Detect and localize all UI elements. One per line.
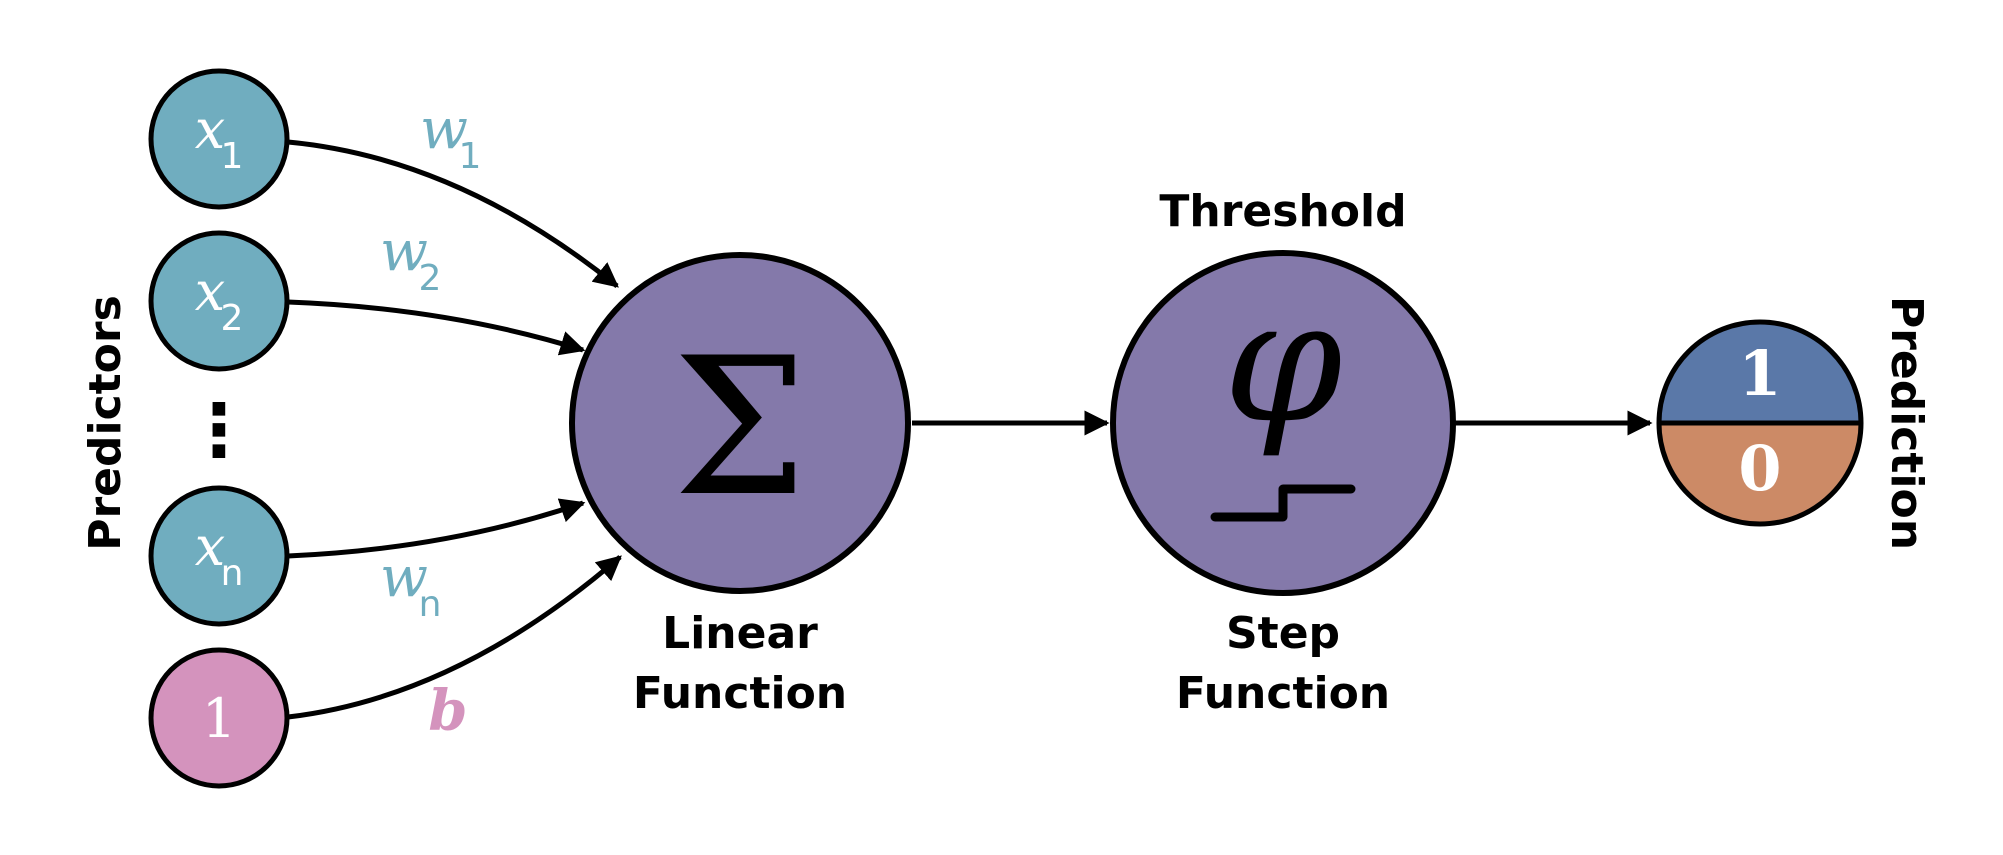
phi-symbol: φ	[1223, 263, 1342, 461]
input-x1-sub: 1	[221, 136, 244, 177]
prediction-label: Prediction	[1881, 296, 1932, 550]
edge-x2-to-sum	[287, 299, 586, 356]
input-x1-var: x	[195, 98, 225, 161]
input-x2-sub: 2	[221, 298, 244, 339]
bias-value: 1	[202, 687, 236, 750]
sum-symbol: Σ	[673, 317, 807, 538]
linear-function-label-line2: Function	[633, 668, 847, 719]
step-function-label-line1: Step	[1226, 608, 1340, 659]
linear-function-label-line1: Linear	[662, 608, 818, 659]
weight-w1: w 1	[420, 97, 481, 177]
input-node-xn: x n	[148, 485, 290, 627]
edge-bias-to-sum	[287, 555, 622, 720]
weight-w2-var: w	[380, 219, 428, 284]
threshold-label: Threshold	[1159, 186, 1406, 237]
weight-wn-var: w	[380, 545, 428, 610]
step-function-label-line2: Function	[1176, 668, 1390, 719]
input-ellipsis: ⋮	[183, 388, 255, 472]
prediction-bottom-half	[1659, 423, 1861, 524]
linear-function-node: Σ	[569, 252, 911, 594]
prediction-node: 1 0	[1656, 319, 1864, 527]
weight-w1-sub: 1	[459, 136, 482, 177]
prediction-value-one: 1	[1738, 337, 1781, 410]
input-x2-var: x	[195, 260, 225, 323]
weight-w1-var: w	[420, 97, 468, 162]
input-node-x2: x 2	[148, 230, 290, 372]
weight-w2: w 2	[380, 219, 441, 299]
input-node-x1: x 1	[148, 68, 290, 210]
bias-node: 1	[148, 647, 290, 789]
edge-x1-to-sum	[287, 139, 619, 288]
step-graph-icon	[1210, 484, 1356, 522]
edge-xn-to-sum	[287, 498, 586, 559]
bias-label: b	[428, 678, 467, 744]
weight-wn-sub: n	[419, 584, 442, 625]
input-xn-var: x	[195, 515, 225, 578]
prediction-value-zero: 0	[1738, 432, 1781, 505]
step-function-node: φ	[1110, 250, 1456, 596]
input-xn-sub: n	[221, 553, 244, 594]
weight-wn: w n	[380, 545, 441, 625]
prediction-top-half	[1659, 322, 1861, 423]
predictors-label: Predictors	[80, 295, 131, 551]
weight-w2-sub: 2	[419, 258, 442, 299]
